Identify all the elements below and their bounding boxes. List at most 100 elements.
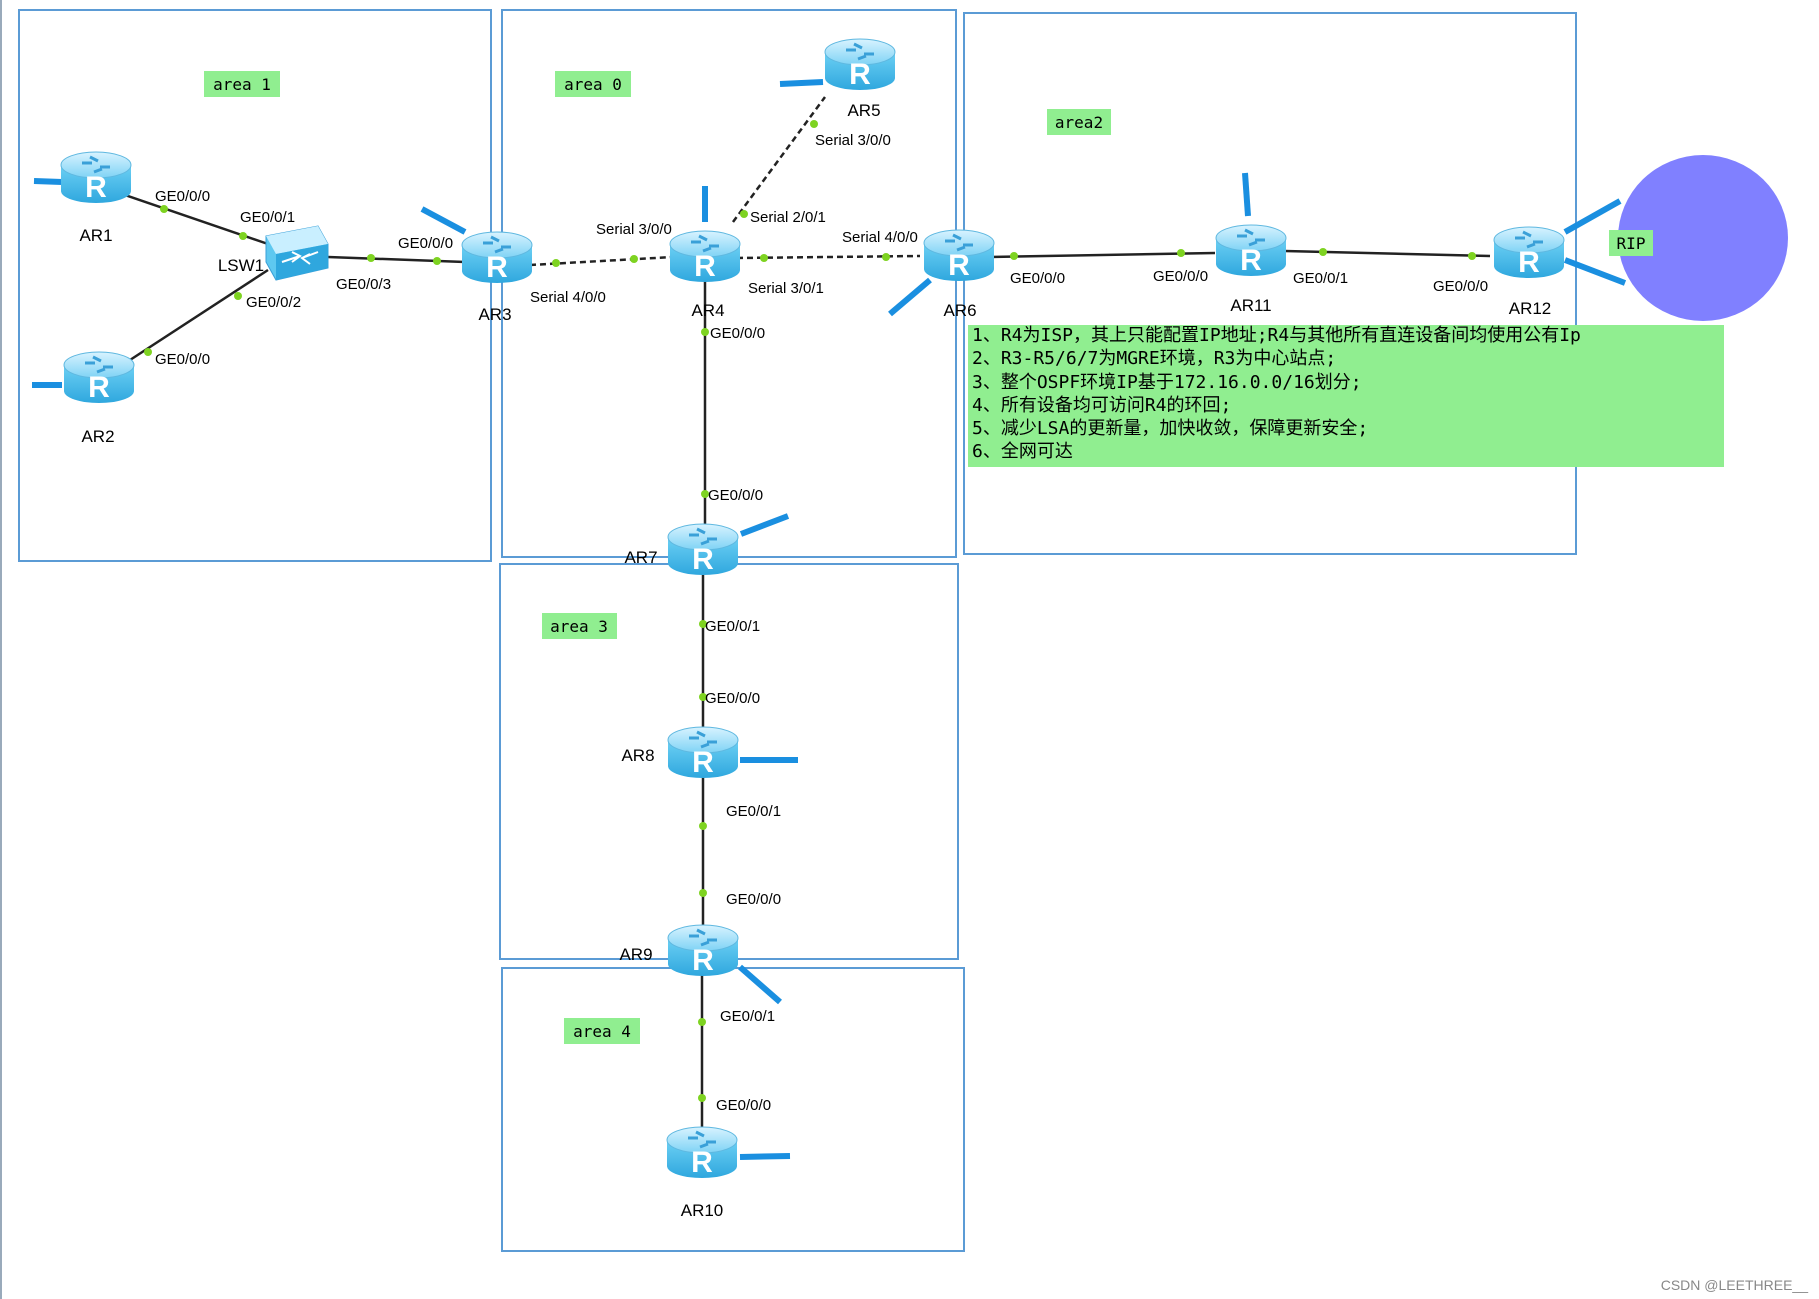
stub-ar11 xyxy=(1242,172,1251,217)
switch-lsw1-icon[interactable] xyxy=(265,225,329,281)
device-label-ar10: AR10 xyxy=(681,1201,724,1220)
link-ar2-lsw1[interactable] xyxy=(129,268,269,362)
router-ar5-icon[interactable] xyxy=(823,37,897,93)
port-label: GE0/0/0 xyxy=(398,235,453,252)
note-line-2: 2、R3-R5/6/7为MGRE环境，R3为中心站点; xyxy=(972,348,1336,369)
device-label-ar3: AR3 xyxy=(478,305,511,324)
device-label-ar1: AR1 xyxy=(79,226,112,245)
stub-ar7 xyxy=(739,513,790,537)
note-line-6: 6、全网可达 xyxy=(972,441,1073,462)
port-dot xyxy=(699,620,707,628)
stub-ar5 xyxy=(779,79,824,87)
port-label: GE0/0/3 xyxy=(336,276,391,293)
device-label-ar12: AR12 xyxy=(1509,299,1552,318)
rip-label: RIP xyxy=(1617,234,1646,253)
router-ar11-icon[interactable] xyxy=(1214,223,1288,279)
device-label-ar5: AR5 xyxy=(847,101,880,120)
port-label: GE0/0/1 xyxy=(726,803,781,820)
stub-ar12-b xyxy=(1563,257,1627,286)
port-label: GE0/0/0 xyxy=(155,351,210,368)
port-dot xyxy=(810,120,818,128)
port-label: Serial 4/0/0 xyxy=(842,229,918,246)
port-label: GE0/0/0 xyxy=(726,891,781,908)
port-dot xyxy=(239,232,247,240)
link-ar3-ar4-serial[interactable] xyxy=(529,255,674,267)
area-3-tag xyxy=(542,613,617,639)
port-label: Serial 2/0/1 xyxy=(750,209,826,226)
stub-ar3 xyxy=(420,206,467,235)
device-label-ar8: AR8 xyxy=(621,746,654,765)
router-ar2-icon[interactable] xyxy=(62,350,136,406)
link-ar11-ar12[interactable] xyxy=(1284,249,1491,258)
device-label-ar11: AR11 xyxy=(1230,296,1271,315)
router-ar12-icon[interactable] xyxy=(1492,225,1566,281)
router-ar7-icon[interactable] xyxy=(666,522,740,578)
port-label: Serial 4/0/0 xyxy=(530,289,606,306)
port-dot xyxy=(882,253,890,261)
port-label: Serial 3/0/1 xyxy=(748,280,824,297)
note-line-3: 3、整个OSPF环境IP基于172.16.0.0/16划分; xyxy=(972,372,1362,393)
port-dot xyxy=(1177,249,1185,257)
port-dot xyxy=(630,255,638,263)
router-ar4-icon[interactable] xyxy=(668,229,742,285)
port-dot xyxy=(367,254,375,262)
port-dot xyxy=(1468,252,1476,260)
stub-ar6 xyxy=(888,277,932,317)
note-line-1: 1、R4为ISP，其上只能配置IP地址;R4与其他所有直连设备间均使用公有Ip xyxy=(972,325,1581,346)
notes-box xyxy=(968,325,1724,467)
port-dot xyxy=(698,1094,706,1102)
stub-ar1 xyxy=(33,178,63,185)
port-dot xyxy=(160,205,168,213)
port-dot xyxy=(699,822,707,830)
note-line-5: 5、减少LSA的更新量，加快收敛，保障更新安全; xyxy=(972,418,1368,439)
router-ar8-icon[interactable] xyxy=(666,725,740,781)
port-dot xyxy=(552,259,560,267)
device-label-ar9: AR9 xyxy=(619,945,652,964)
stub-ar12-a xyxy=(1563,198,1622,235)
port-label: GE0/0/0 xyxy=(710,325,765,342)
device-label-ar2: AR2 xyxy=(81,427,114,446)
router-ar6-icon[interactable] xyxy=(922,228,996,284)
device-label-ar7: AR7 xyxy=(624,548,657,567)
port-dot xyxy=(699,693,707,701)
area-0-tag xyxy=(555,71,631,97)
router-ar10-icon[interactable] xyxy=(665,1125,739,1181)
port-dot xyxy=(234,292,242,300)
area-4-tag xyxy=(564,1018,640,1044)
router-ar1-icon[interactable] xyxy=(59,150,133,206)
port-label: GE0/0/0 xyxy=(155,188,210,205)
router-ar9-icon[interactable] xyxy=(666,923,740,979)
footer-watermark: CSDN @LEETHREE__ xyxy=(1661,1277,1808,1293)
stub-ar10 xyxy=(739,1153,791,1160)
port-label: GE0/0/1 xyxy=(1293,270,1348,287)
port-label: GE0/0/0 xyxy=(1010,270,1065,287)
port-dot xyxy=(760,254,768,262)
rip-cloud xyxy=(1618,155,1788,321)
port-label: GE0/0/0 xyxy=(705,690,760,707)
link-ar4-ar5-serial[interactable] xyxy=(731,96,827,223)
area-0-label: area 0 xyxy=(564,75,622,94)
area-3-label: area 3 xyxy=(550,617,608,636)
port-dot xyxy=(699,889,707,897)
device-label-ar4: AR4 xyxy=(691,301,724,320)
port-label: GE0/0/1 xyxy=(705,618,760,635)
port-dot xyxy=(740,210,748,218)
port-dot xyxy=(1319,248,1327,256)
stub-ar9 xyxy=(738,964,782,1005)
area-2-tag xyxy=(1047,109,1111,135)
link-lsw1-ar3[interactable] xyxy=(327,255,466,264)
port-label: GE0/0/1 xyxy=(240,209,295,226)
port-label: Serial 3/0/0 xyxy=(815,132,891,149)
port-dot xyxy=(698,1018,706,1026)
area-1-box xyxy=(18,9,492,562)
area-2-box xyxy=(963,12,1577,555)
port-label: GE0/0/0 xyxy=(1433,278,1488,295)
port-dot xyxy=(701,490,709,498)
router-ar3-icon[interactable] xyxy=(460,230,534,286)
port-dot xyxy=(1010,252,1018,260)
port-label: GE0/0/2 xyxy=(246,294,301,311)
note-line-4: 4、所有设备均可访问R4的环回; xyxy=(972,395,1231,416)
port-dot xyxy=(433,257,441,265)
port-dot xyxy=(701,328,709,336)
